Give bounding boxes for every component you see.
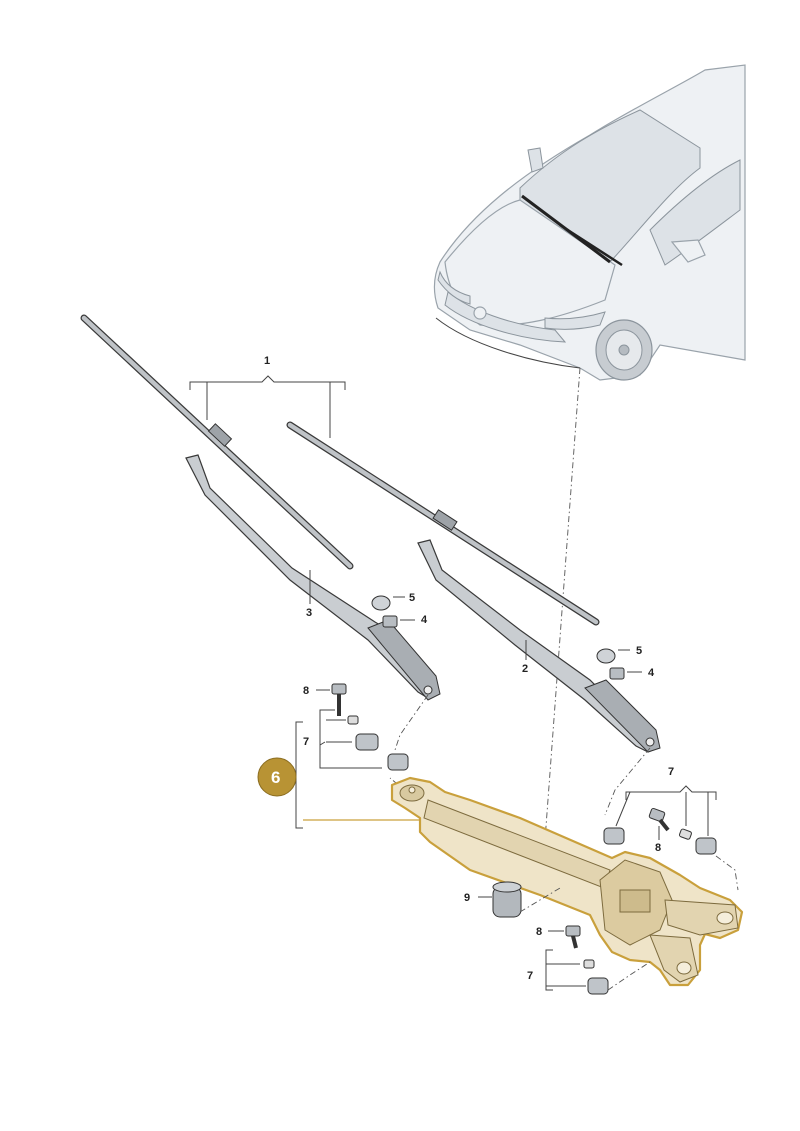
wiper-arm-passenger: [417, 539, 661, 753]
nut-bottom: [587, 977, 609, 995]
vehicle-illustration: [433, 64, 746, 381]
nut-left: [387, 753, 409, 771]
wiper-blade-driver: [80, 314, 354, 570]
label-grommet: 9: [464, 892, 470, 904]
label-nut-upper: 4: [421, 614, 428, 626]
cap-upper: [371, 595, 391, 611]
label-linkage: 6: [271, 768, 280, 787]
bushing-left: [355, 733, 379, 751]
cap-lower: [596, 648, 616, 664]
label-cap-upper: 5: [409, 592, 415, 604]
label-bolt-bottom: 8: [536, 926, 542, 938]
label-bracket-right: 7: [668, 766, 674, 778]
bolt-bottom: [565, 925, 581, 949]
vw-badge-icon: [473, 306, 487, 320]
nut-upper: [382, 615, 398, 628]
label-bolt-left: 8: [303, 685, 309, 697]
bracket-wiper-blades: [189, 375, 346, 438]
label-nut-lower: 4: [648, 667, 655, 679]
grommet: [492, 881, 522, 918]
label-bracket-left: 7: [303, 736, 309, 748]
label-passenger-arm: 2: [522, 663, 528, 675]
bolt-left: [331, 683, 347, 716]
label-driver-arm: 3: [306, 607, 312, 619]
wiper-arm-driver: [185, 454, 441, 701]
label-cap-lower: 5: [636, 645, 642, 657]
label-wiper-blades: 1: [264, 355, 270, 367]
nut-lower: [609, 667, 625, 680]
wiper-linkage-assembly: [390, 776, 744, 987]
bushing-right-a: [603, 827, 625, 845]
washer-bottom: [583, 959, 595, 969]
label-bracket-bottom: 7: [527, 970, 533, 982]
wiper-blade-passenger: [286, 421, 600, 626]
washer-left: [347, 715, 359, 725]
bolt-right: [648, 807, 670, 832]
bushing-right-b: [695, 837, 717, 855]
washer-right: [678, 828, 692, 840]
label-bolt-right: 8: [655, 842, 661, 854]
callout-badge: 6: [257, 757, 297, 797]
